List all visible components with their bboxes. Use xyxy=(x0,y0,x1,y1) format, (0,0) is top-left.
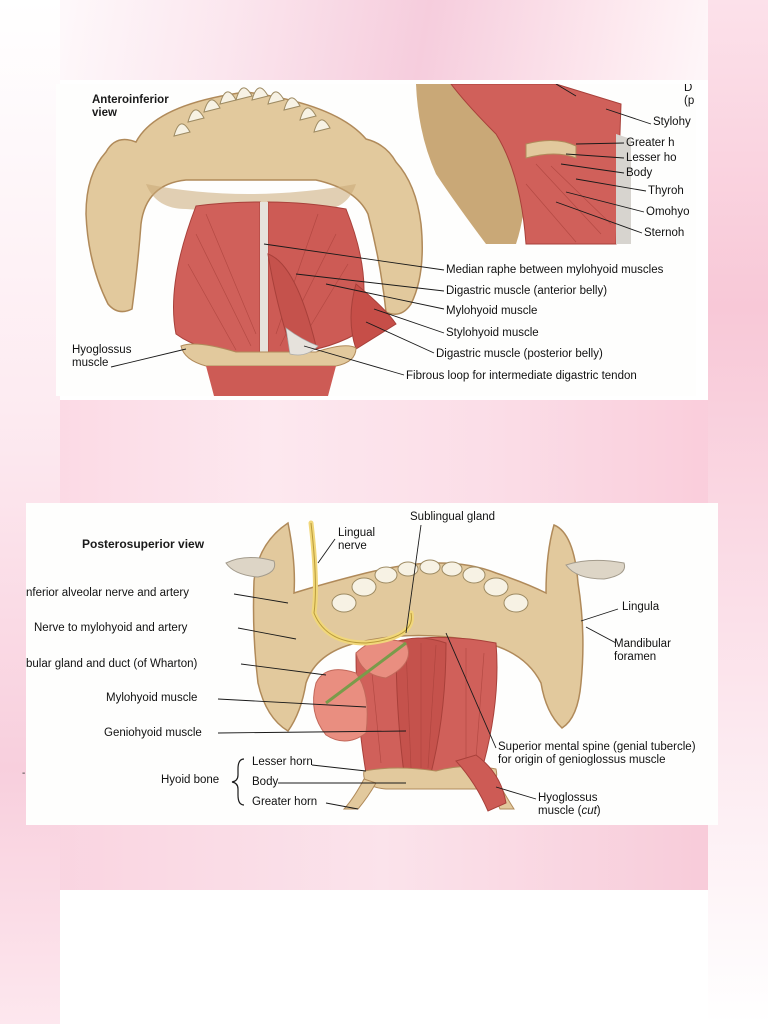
label-sublingual-gland: Sublingual gland xyxy=(410,511,496,523)
label-cropped-thyroh: Thyroh xyxy=(648,185,684,197)
hyoglossus-muscle-cut xyxy=(455,754,507,812)
hyoglossus-cut-line1: Hyoglossus xyxy=(538,792,598,804)
lingual-nerve-line1: Lingual xyxy=(338,527,376,539)
label-cropped-omohyo: Omohyo xyxy=(646,206,690,218)
label-digastric-anterior-belly: Digastric muscle (anterior belly) xyxy=(446,285,608,297)
background-band-right xyxy=(708,0,768,1024)
label-cropped-sternoh: Sternoh xyxy=(644,227,685,239)
anteroinferior-illustration xyxy=(85,84,652,396)
label-geniohyoid-muscle: Geniohyoid muscle xyxy=(104,727,202,739)
label-inferior-alveolar: nferior alveolar nerve and artery xyxy=(26,587,189,599)
lateral-inset xyxy=(416,84,631,245)
superior-mental-spine-line1: Superior mental spine (genial tubercle) xyxy=(498,741,696,753)
hyoid-bone xyxy=(180,343,357,367)
view-title-line2: view xyxy=(92,107,117,119)
label-cropped-body: Body xyxy=(626,167,653,179)
label-cropped-stylohy: Stylohy xyxy=(653,116,691,128)
submandibular-duct xyxy=(325,641,407,705)
mandible-teeth xyxy=(173,87,331,137)
label-submandibular-gland: bular gland and duct (of Wharton) xyxy=(26,658,198,670)
label-median-raphe: Median raphe between mylohyoid muscles xyxy=(446,264,664,276)
background-band-top xyxy=(0,0,768,80)
mandibular-foramen-line2: foramen xyxy=(614,651,657,663)
label-superior-mental-spine: Superior mental spine (genial tubercle) … xyxy=(498,741,696,767)
label-hyoglossus-cut: Hyoglossus muscle (cut) xyxy=(538,792,601,818)
hyoglossus-cut-suffix: ) xyxy=(596,805,601,817)
label-nerve-to-mylohyoid: Nerve to mylohyoid and artery xyxy=(34,622,188,634)
mylohyoid-muscle-left xyxy=(173,201,261,354)
background-band-lower xyxy=(0,820,768,890)
condyle-right xyxy=(565,559,626,580)
label-mandibular-foramen: Mandibular foramen xyxy=(614,638,671,664)
hyoglossus-line2: muscle xyxy=(72,357,109,369)
label-lesser-horn: Lesser horn xyxy=(252,756,313,768)
hyoglossus-cut-prefix: muscle ( xyxy=(538,805,582,817)
label-lingula: Lingula xyxy=(622,601,660,613)
posterosuperior-illustration xyxy=(217,520,626,812)
label-mylohyoid-muscle-posterior: Mylohyoid muscle xyxy=(106,692,198,704)
mandibular-foramen-line1: Mandibular xyxy=(614,638,671,650)
label-hyoid-bone: Hyoid bone xyxy=(161,774,220,786)
label-stylohyoid-muscle: Stylohyoid muscle xyxy=(446,327,539,339)
posterosuperior-view-title: Posterosuperior view xyxy=(82,537,205,551)
anteroinferior-view-panel: Anteroinferior view Median raphe between… xyxy=(56,84,696,396)
mandible-bone-posterior xyxy=(252,521,584,732)
label-lingual-nerve: Lingual nerve xyxy=(338,527,375,553)
label-cropped-p: (p xyxy=(684,95,695,107)
label-cropped-lesser-ho: Lesser ho xyxy=(626,152,677,164)
hyoid-greater-horn xyxy=(342,778,377,810)
label-greater-horn: Greater horn xyxy=(252,796,318,808)
lingual-nerve-outline xyxy=(310,522,412,644)
hyoglossus-line1: Hyoglossus xyxy=(72,344,132,356)
fibrous-loop-tendon xyxy=(285,327,319,356)
background-band-middle xyxy=(0,400,768,510)
view-title-line1: Anteroinferior xyxy=(92,94,169,106)
mandible-teeth-posterior xyxy=(331,559,529,613)
hyoglossus-cut-line2: muscle (cut) xyxy=(538,805,601,818)
label-hyoglossus-muscle: Hyoglossus muscle xyxy=(72,344,131,370)
hyoglossus-cut-italic: cut xyxy=(581,805,597,817)
median-raphe xyxy=(260,202,268,352)
label-digastric-posterior-belly: Digastric muscle (posterior belly) xyxy=(436,348,603,360)
label-cropped-d: D xyxy=(684,84,693,94)
muscle-fibers-posterior xyxy=(370,643,485,769)
label-fibrous-loop: Fibrous loop for intermediate digastric … xyxy=(406,370,637,382)
posterosuperior-view-panel: Posterosuperior view Lingual nerve Subli… xyxy=(26,503,718,825)
stray-mark: - xyxy=(22,768,26,779)
leader-lines-top xyxy=(110,84,652,376)
hyoid-bracket xyxy=(231,758,245,806)
lingual-nerve-line2: nerve xyxy=(338,540,367,552)
superior-mental-spine-line2: for origin of genioglossus muscle xyxy=(498,754,666,766)
leader-lines-bottom xyxy=(217,524,619,810)
label-cropped-greater-h: Greater h xyxy=(626,137,675,149)
infrahyoid-muscles xyxy=(206,366,336,396)
anteroinferior-view-title: Anteroinferior view xyxy=(92,94,169,120)
label-hyoid-body: Body xyxy=(252,776,279,788)
condyle-left xyxy=(225,557,276,578)
label-mylohyoid-muscle: Mylohyoid muscle xyxy=(446,305,538,317)
